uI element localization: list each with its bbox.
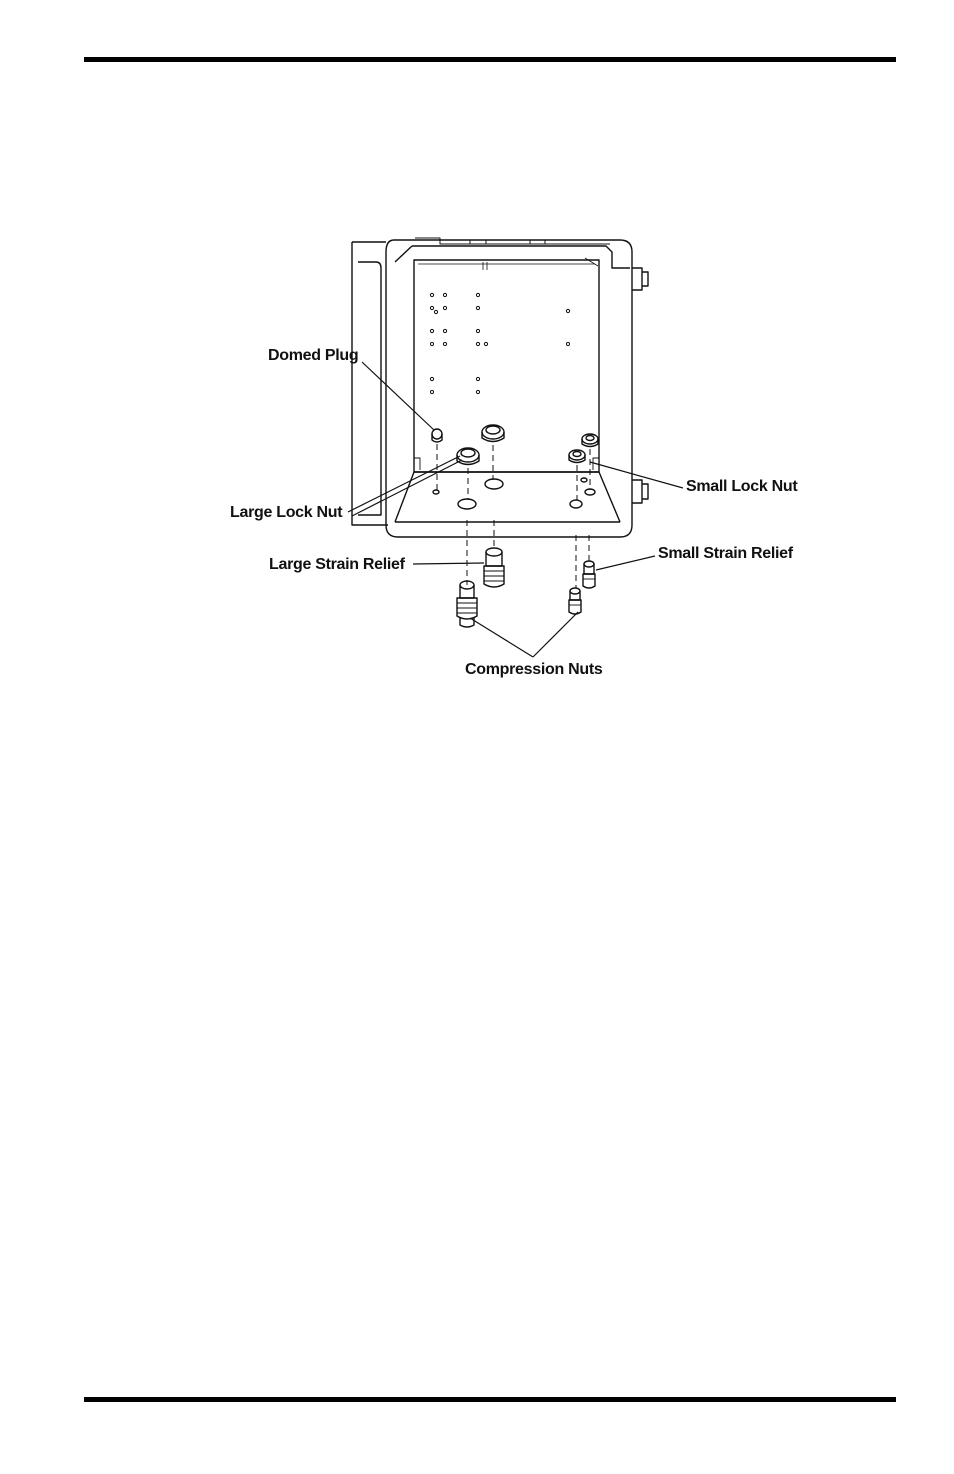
label-small-strain-relief: Small Strain Relief xyxy=(658,544,793,564)
enclosure-body xyxy=(386,238,648,537)
small-lock-nut-upper-part xyxy=(582,434,598,447)
enclosure-lid xyxy=(352,242,388,525)
small-compression-nut-part xyxy=(569,588,581,614)
mounting-holes xyxy=(430,293,569,393)
domed-plug-part xyxy=(432,429,442,442)
small-strain-relief-part xyxy=(583,561,595,588)
assembly-guides xyxy=(437,444,590,588)
large-lock-nut-part xyxy=(457,448,479,465)
label-domed-plug: Domed Plug xyxy=(268,346,358,366)
floor-knockouts xyxy=(433,478,595,509)
label-small-lock-nut: Small Lock Nut xyxy=(686,477,797,497)
leader-lines xyxy=(348,362,683,657)
large-lock-nut-upper-part xyxy=(482,425,504,442)
small-lock-nut-part xyxy=(569,450,585,463)
label-compression-nuts: Compression Nuts xyxy=(465,660,602,680)
label-large-strain-relief: Large Strain Relief xyxy=(269,555,405,575)
label-large-lock-nut: Large Lock Nut xyxy=(230,503,342,523)
large-strain-relief-part xyxy=(484,548,504,587)
